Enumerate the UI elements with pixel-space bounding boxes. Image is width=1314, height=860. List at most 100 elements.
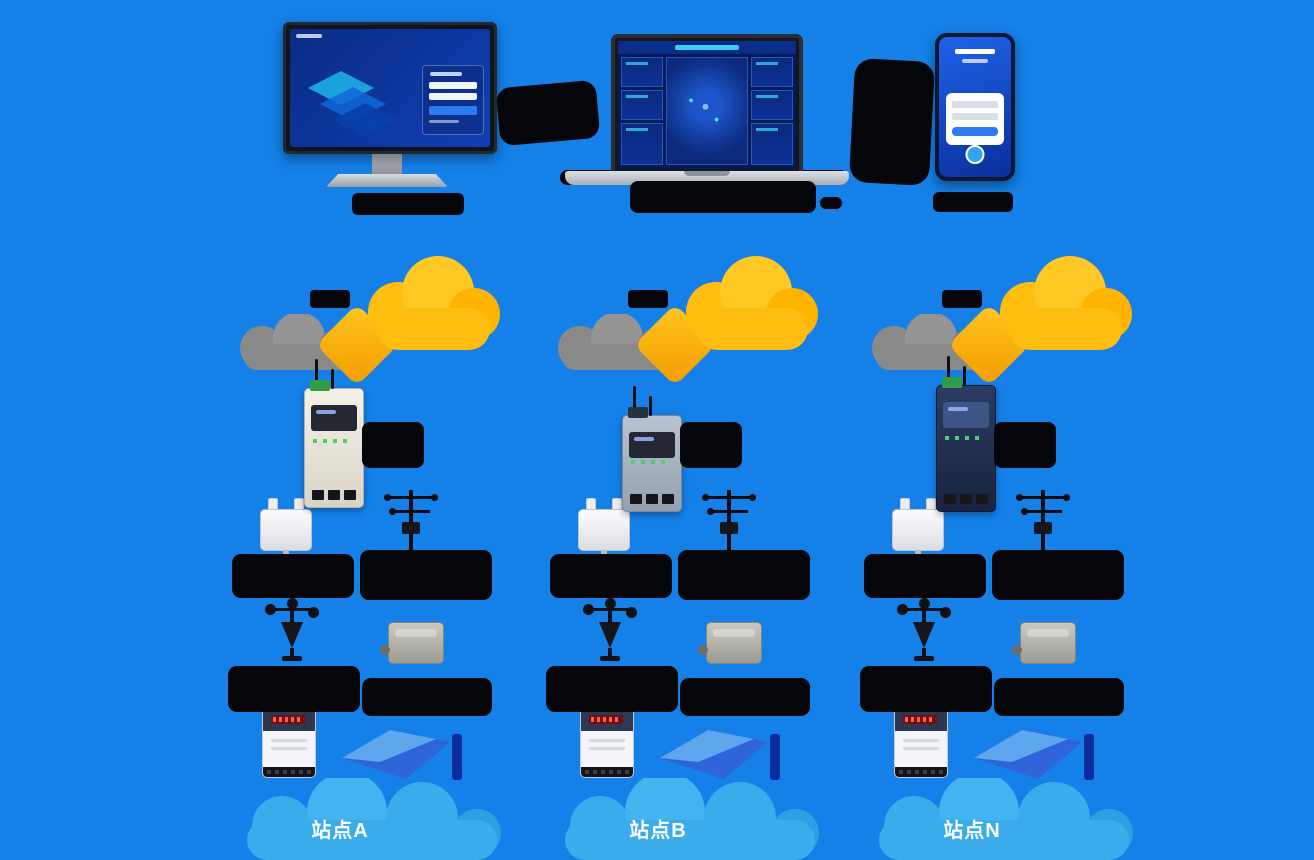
anemometer-shaft bbox=[290, 611, 294, 623]
dashboard-map bbox=[666, 57, 748, 165]
station-label: 站点N bbox=[943, 820, 1001, 842]
sensor-label-blob bbox=[228, 666, 360, 712]
network-type-blob bbox=[628, 290, 668, 308]
meter-lcd bbox=[271, 715, 305, 724]
gateway-label-blob bbox=[362, 422, 424, 468]
ethernet-ports bbox=[944, 494, 988, 504]
laptop-screen-frame bbox=[611, 34, 803, 172]
app-title-bar bbox=[955, 49, 995, 54]
laptop-dashboard bbox=[565, 34, 849, 185]
energy-meter bbox=[262, 706, 316, 778]
sensor-box bbox=[720, 522, 738, 534]
login-button-bar bbox=[429, 106, 477, 115]
flow-bar bbox=[770, 734, 780, 780]
sensor-label-blob bbox=[362, 678, 492, 716]
anemometer-cup bbox=[308, 607, 319, 618]
login-input-row bbox=[429, 93, 477, 100]
app-input-row bbox=[952, 113, 998, 120]
energy-meter bbox=[894, 706, 948, 778]
flow-arrow bbox=[660, 730, 768, 779]
meter-label-line bbox=[271, 747, 307, 750]
sensor-label-blob bbox=[678, 550, 810, 600]
anemometer-arm bbox=[270, 608, 314, 611]
gateway-device bbox=[622, 386, 682, 512]
station-n: 站点N bbox=[854, 250, 1154, 860]
anemometer-cup bbox=[605, 598, 616, 609]
sensor-ball bbox=[1016, 494, 1023, 501]
station-cloud bbox=[222, 772, 522, 860]
antenna bbox=[331, 369, 334, 389]
gateway-faceplate bbox=[311, 405, 357, 431]
anemometer-cup bbox=[583, 604, 594, 615]
meter-label-line bbox=[589, 747, 625, 750]
wind-speed-sensor bbox=[582, 598, 638, 662]
anemometer-shaft bbox=[922, 611, 926, 623]
app-button-bar bbox=[952, 127, 998, 136]
gateway-faceplate bbox=[943, 402, 989, 428]
mobile-phone bbox=[935, 33, 1015, 181]
sensor-body bbox=[578, 509, 630, 551]
login-input-row bbox=[429, 82, 477, 89]
dashboard-panel bbox=[751, 123, 793, 165]
dashboard-panel bbox=[621, 123, 663, 165]
station-label: 站点A bbox=[311, 820, 369, 842]
anemometer-shaft bbox=[608, 611, 612, 623]
phone-app-screen bbox=[939, 37, 1011, 177]
monitor-frame bbox=[283, 22, 497, 154]
sensor-body bbox=[892, 509, 944, 551]
ethernet-ports bbox=[312, 490, 356, 500]
monitor-stand-base bbox=[326, 174, 448, 187]
anemometer-cup bbox=[919, 598, 930, 609]
dashboard-panel bbox=[621, 57, 663, 87]
white-sensor-device bbox=[260, 498, 312, 576]
laptop-dashboard-screen bbox=[618, 41, 796, 169]
anemometer-body bbox=[913, 622, 935, 648]
flow-bar bbox=[1084, 734, 1094, 780]
laptop-caption-blob bbox=[630, 181, 816, 213]
sensor-body bbox=[260, 509, 312, 551]
antenna bbox=[947, 356, 950, 386]
laptop-caption-dots-blob bbox=[820, 197, 842, 209]
sensor-label-blob bbox=[546, 666, 678, 712]
sensor-label-blob bbox=[680, 678, 810, 716]
sensor-label-blob bbox=[232, 554, 354, 598]
app-input-row bbox=[952, 101, 998, 108]
meter-terminals bbox=[263, 767, 315, 777]
sensor-ball bbox=[384, 494, 391, 501]
monitor-screen bbox=[290, 29, 490, 147]
transmitter-sensor bbox=[698, 622, 762, 664]
flow-arrow bbox=[974, 730, 1082, 779]
anemometer-base bbox=[282, 656, 302, 661]
network-type-blob bbox=[942, 290, 982, 308]
meter-terminals bbox=[581, 767, 633, 777]
sensor-ball bbox=[702, 494, 709, 501]
desktop-monitor bbox=[283, 22, 497, 187]
sensor-ball bbox=[389, 508, 396, 515]
gateway-label-blob bbox=[994, 422, 1056, 468]
sensor-arm bbox=[704, 496, 754, 499]
terminal-block bbox=[942, 377, 962, 388]
sensor-label-blob bbox=[360, 550, 492, 600]
phone-caption-blob bbox=[933, 192, 1013, 212]
meter-label-line bbox=[271, 739, 307, 742]
dashboard-panel bbox=[751, 57, 793, 87]
sensor-box bbox=[402, 522, 420, 534]
station-a: 站点A bbox=[222, 250, 522, 860]
sensor-arm bbox=[1024, 510, 1062, 513]
ink-blob bbox=[495, 79, 601, 147]
station-cloud bbox=[854, 772, 1154, 860]
flow-arrow bbox=[342, 730, 450, 779]
sensor-ball bbox=[707, 508, 714, 515]
wind-speed-sensor bbox=[896, 598, 952, 662]
wind-speed-sensor bbox=[264, 598, 320, 662]
sensor-arm bbox=[1018, 496, 1068, 499]
sensor-ball bbox=[1063, 494, 1070, 501]
network-type-blob bbox=[310, 290, 350, 308]
meter-label-line bbox=[589, 739, 625, 742]
led-strip bbox=[631, 460, 671, 464]
sensor-label-blob bbox=[992, 550, 1124, 600]
station-label: 站点B bbox=[629, 820, 687, 842]
sensor-label-blob bbox=[860, 666, 992, 712]
energy-meter bbox=[580, 706, 634, 778]
